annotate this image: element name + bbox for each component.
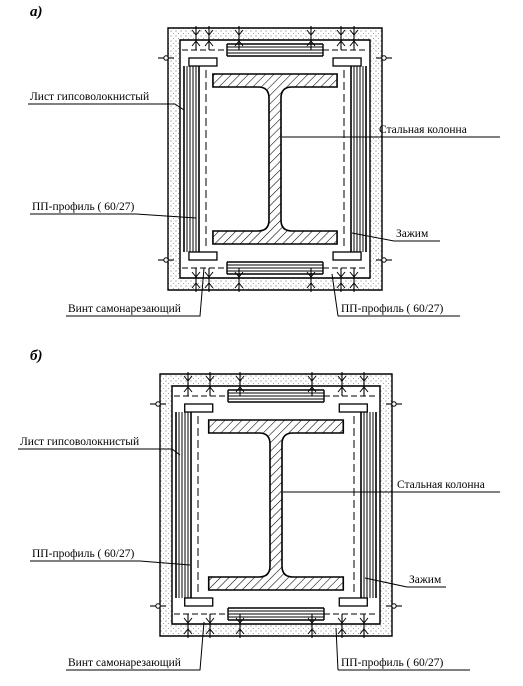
steel-column-i-beam (212, 73, 338, 245)
screw (235, 614, 245, 638)
figure-a-clamp-label: Зажим (396, 228, 429, 240)
screw (234, 26, 244, 50)
figure-a-steel-column-label: Стальная колонна (379, 124, 467, 136)
clamp (332, 57, 362, 67)
screw (306, 268, 316, 292)
leader-line (28, 103, 185, 111)
left-profile (175, 412, 199, 598)
leader-line (331, 273, 339, 317)
screw (191, 26, 201, 50)
leader-line (66, 621, 205, 671)
right-profile (353, 412, 377, 598)
figure-b-section (18, 372, 500, 671)
figure-a-marker: а) (30, 4, 43, 20)
screw (386, 401, 402, 407)
left-profile (183, 66, 207, 252)
screw (183, 614, 193, 638)
screw (337, 372, 347, 396)
clamp (338, 403, 368, 413)
leader-line (66, 267, 205, 317)
screw (376, 55, 392, 61)
figure-a-pp-profile-bottom-label: ПП-профиль ( 60/27) (341, 303, 444, 315)
figure-a-screw-label: Винт самонарезающий (68, 303, 181, 315)
screw (204, 26, 214, 50)
clamp (188, 57, 218, 67)
screw (150, 603, 166, 609)
screw (359, 614, 369, 638)
screw (307, 372, 317, 396)
steel-column-i-beam (207, 419, 345, 591)
screw (336, 268, 346, 292)
leader-line (351, 232, 395, 242)
figure-a-pp-profile-left-label: ПП-профиль ( 60/27) (32, 201, 135, 213)
leader-line (18, 448, 181, 456)
clamp (188, 251, 218, 261)
leader-line (30, 560, 191, 566)
screw (336, 26, 346, 50)
figure-b-pp-profile-left-label: ПП-профиль ( 60/27) (32, 548, 135, 560)
figure-b-clamp-label: Зажим (409, 574, 442, 586)
screw (158, 55, 174, 61)
figure-b-pp-profile-bottom-label: ПП-профиль ( 60/27) (341, 657, 444, 669)
leader-line (335, 627, 339, 671)
screw (337, 614, 347, 638)
screw (234, 268, 244, 292)
board-inner-edge (171, 385, 381, 625)
clamp (184, 597, 214, 607)
screw (205, 614, 215, 638)
right-profile (343, 66, 367, 252)
figure-b-screw-label: Винт самонарезающий (68, 657, 181, 669)
screw (150, 401, 166, 407)
screw (349, 268, 359, 292)
bottom-profile (182, 251, 368, 275)
screw (386, 603, 402, 609)
figure-a-section (28, 26, 500, 317)
clamp (332, 251, 362, 261)
leader-line (364, 577, 408, 588)
top-profile (182, 43, 368, 67)
clamp (338, 597, 368, 607)
clamp (184, 403, 214, 413)
leader-line (30, 213, 197, 219)
figure-b-steel-column-label: Стальная колонна (397, 479, 485, 491)
screw (235, 372, 245, 396)
bottom-profile (174, 597, 378, 621)
screw (183, 372, 193, 396)
screw (204, 268, 214, 292)
screw (307, 614, 317, 638)
screw (158, 257, 174, 263)
screw (191, 268, 201, 292)
screw (359, 372, 369, 396)
screw (349, 26, 359, 50)
board-inner-edge (179, 39, 371, 279)
figure-b-marker: б) (30, 348, 43, 364)
figure-b-gypsum-sheet-label: Лист гипсоволокнистый (20, 436, 140, 448)
screw (376, 257, 392, 263)
screw (306, 26, 316, 50)
screw (205, 372, 215, 396)
figure-a-gypsum-sheet-label: Лист гипсоволокнистый (30, 91, 150, 103)
top-profile (174, 389, 378, 413)
